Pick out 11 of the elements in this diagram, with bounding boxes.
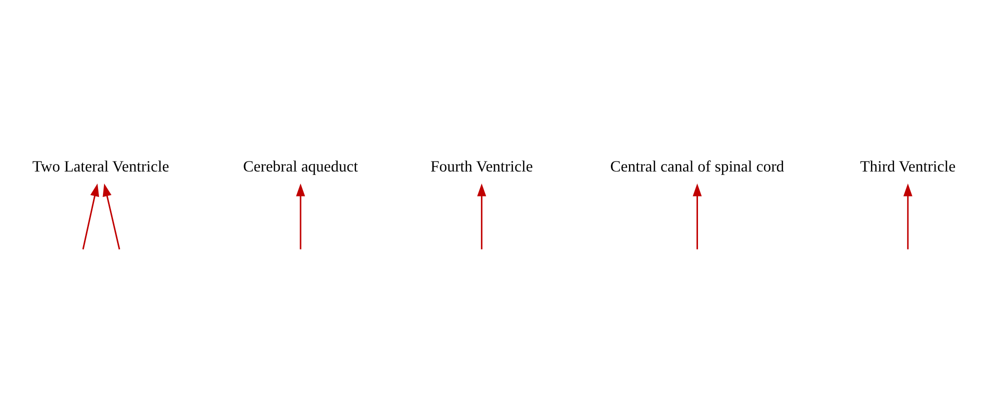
node-text: Two Lateral Ventricle xyxy=(32,158,170,176)
arrow xyxy=(82,184,100,250)
node-text: Cerebral aqueduct xyxy=(243,158,358,176)
arrow xyxy=(692,183,702,250)
arrow xyxy=(477,183,486,250)
arrow xyxy=(903,183,912,250)
node-text: Third Ventricle xyxy=(860,158,956,176)
node-text: Fourth Ventricle xyxy=(430,158,533,176)
arrow xyxy=(296,183,306,250)
node-text: Central canal of spinal cord xyxy=(610,158,784,176)
arrow xyxy=(102,184,120,250)
